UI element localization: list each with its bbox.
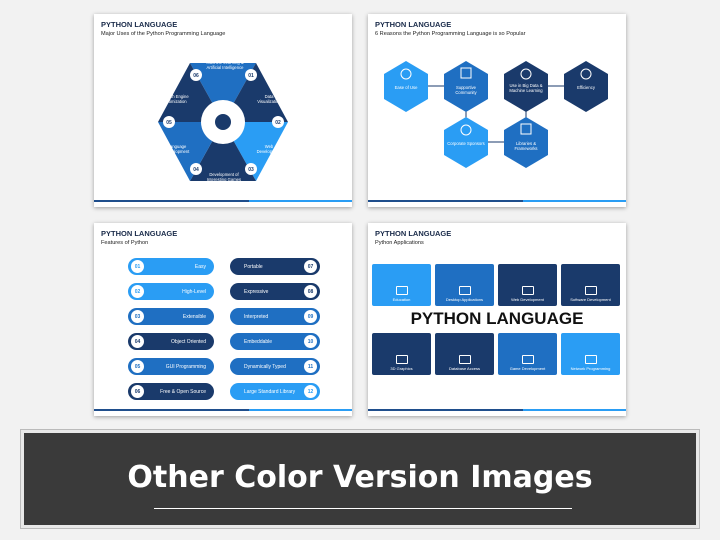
label-efficiency: Efficiency (577, 85, 595, 90)
segment-top (190, 63, 256, 122)
hexagon-flow (384, 61, 608, 168)
label-seo: Search Engine Optimization (161, 94, 189, 104)
slide-subtitle: Python Applications (375, 240, 424, 246)
web-icon (521, 286, 534, 296)
slide-footer-line (368, 409, 626, 411)
label-data-vis: Data Visualization (257, 94, 281, 104)
slide-title: PYTHON LANGUAGE (101, 229, 178, 238)
svg-text:03: 03 (248, 167, 254, 173)
app-tile: Network Programming (561, 333, 620, 375)
hex-community (444, 61, 488, 112)
slide-footer-line (94, 409, 352, 411)
hex-bigdata (504, 61, 548, 112)
hex-ease (384, 61, 428, 112)
network-icon (584, 355, 597, 365)
app-tile: Web Development (498, 264, 557, 306)
svg-text:05: 05 (166, 120, 172, 126)
svg-text:04: 04 (193, 167, 199, 173)
hexagon-diagram: 01 02 03 04 05 06 (158, 63, 288, 181)
color-version-banner: Other Color Version Images (21, 430, 699, 528)
slide-title: PYTHON LANGUAGE (375, 20, 452, 29)
slide-title: PYTHON LANGUAGE (375, 229, 452, 238)
code-icon (584, 286, 597, 296)
slide-thumbnail-applications[interactable]: PYTHON LANGUAGE Python Applications Educ… (368, 223, 626, 416)
app-tile: Desktop Applications (435, 264, 494, 306)
slide-footer-line (94, 200, 352, 202)
slide-title: PYTHON LANGUAGE (101, 20, 178, 29)
banner-underline (154, 508, 572, 509)
label-community: Supportive Community (455, 85, 477, 95)
desktop-icon (458, 286, 471, 296)
segment-bottom (190, 122, 256, 181)
slide-subtitle: Features of Python (101, 240, 149, 246)
hex-sponsors (444, 117, 488, 168)
graduation-cap-icon (395, 286, 408, 296)
app-tile: 3D Graphics (372, 333, 431, 375)
slide-thumbnail-six-reasons[interactable]: PYTHON LANGUAGE 6 Reasons the Python Pro… (368, 14, 626, 207)
svg-text:06: 06 (193, 73, 199, 79)
hex-libraries (504, 117, 548, 168)
slide-subtitle: 6 Reasons the Python Programming Languag… (375, 31, 526, 37)
svg-text:01: 01 (248, 73, 254, 79)
slide-footer-line (368, 200, 626, 202)
hex-efficiency (564, 61, 608, 112)
label-ease: Ease of Use (394, 85, 418, 90)
label-libraries: Libraries & Frameworks (514, 141, 538, 151)
label-bigdata: Use in Big Data & Machine Learning (509, 83, 543, 93)
app-tile: Database Access (435, 333, 494, 375)
database-icon (458, 355, 471, 365)
banner-title: Other Color Version Images (127, 460, 593, 495)
app-tile: Software Development (561, 264, 620, 306)
app-tile: Education (372, 264, 431, 306)
gamepad-icon (521, 355, 534, 365)
cube-icon (395, 355, 408, 365)
label-sponsors: Corporate Sponsors (447, 141, 485, 146)
label-ml: Machine Learning & Artificial Intelligen… (206, 60, 244, 70)
slide-thumbnail-major-uses[interactable]: PYTHON LANGUAGE Major Uses of the Python… (94, 14, 352, 207)
label-games: Development of Interesting Games (206, 172, 242, 182)
center-title: PYTHON LANGUAGE (410, 309, 584, 328)
label-lang-dev: Language Development (164, 144, 190, 154)
label-web-dev: Web Development (256, 144, 282, 154)
svg-text:02: 02 (275, 120, 281, 126)
slide-subtitle: Major Uses of the Python Programming Lan… (101, 31, 226, 37)
app-tile: Game Development (498, 333, 557, 375)
